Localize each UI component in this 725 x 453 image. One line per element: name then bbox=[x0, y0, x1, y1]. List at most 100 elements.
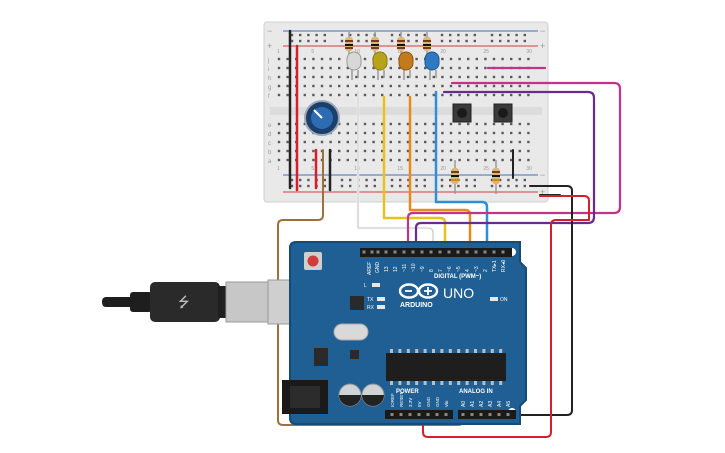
breadboard-hole[interactable] bbox=[518, 57, 521, 61]
breadboard-hole[interactable] bbox=[277, 75, 281, 79]
breadboard-hole[interactable] bbox=[312, 75, 315, 79]
breadboard-hole[interactable] bbox=[518, 93, 521, 97]
rail-hole[interactable] bbox=[515, 184, 518, 188]
wire-blue-led-to-pin[interactable] bbox=[434, 90, 489, 256]
breadboard-hole[interactable] bbox=[501, 57, 504, 61]
power-pin-socket[interactable] bbox=[408, 413, 412, 416]
breadboard-hole[interactable] bbox=[406, 149, 410, 153]
breadboard-hole[interactable] bbox=[363, 93, 367, 97]
breadboard-hole[interactable] bbox=[527, 84, 530, 88]
breadboard-hole[interactable] bbox=[510, 75, 513, 79]
rail-hole[interactable] bbox=[515, 178, 518, 182]
breadboard-hole[interactable] bbox=[312, 158, 315, 162]
breadboard-hole[interactable] bbox=[484, 158, 487, 162]
breadboard-hole[interactable] bbox=[492, 149, 496, 153]
breadboard-hole[interactable] bbox=[432, 149, 435, 153]
breadboard-hole[interactable] bbox=[449, 149, 453, 153]
breadboard-hole[interactable] bbox=[389, 122, 392, 126]
breadboard-hole[interactable] bbox=[329, 84, 332, 88]
rail-hole[interactable] bbox=[290, 184, 294, 188]
breadboard-hole[interactable] bbox=[475, 57, 478, 61]
rail-hole[interactable] bbox=[323, 39, 326, 43]
breadboard-hole[interactable] bbox=[415, 57, 418, 61]
breadboard-hole[interactable] bbox=[501, 149, 504, 153]
breadboard-hole[interactable] bbox=[312, 57, 315, 61]
breadboard-hole[interactable] bbox=[338, 57, 341, 61]
breadboard-hole[interactable] bbox=[424, 149, 427, 153]
rail-hole[interactable] bbox=[449, 184, 452, 188]
breadboard-hole[interactable] bbox=[277, 66, 281, 70]
breadboard-hole[interactable] bbox=[527, 149, 530, 153]
breadboard-hole[interactable] bbox=[441, 57, 444, 61]
breadboard-hole[interactable] bbox=[467, 158, 470, 162]
breadboard-hole[interactable] bbox=[346, 149, 349, 153]
breadboard-hole[interactable] bbox=[406, 84, 410, 88]
breadboard-hole[interactable] bbox=[467, 149, 470, 153]
breadboard-hole[interactable] bbox=[484, 66, 487, 70]
potentiometer[interactable] bbox=[304, 100, 340, 136]
breadboard-hole[interactable] bbox=[312, 140, 315, 144]
blue-led[interactable] bbox=[424, 51, 440, 80]
rail-hole[interactable] bbox=[357, 33, 360, 37]
rail-hole[interactable] bbox=[365, 33, 368, 37]
rail-hole[interactable] bbox=[423, 178, 426, 182]
rail-hole[interactable] bbox=[323, 178, 326, 182]
breadboard-hole[interactable] bbox=[398, 93, 401, 97]
header-pin-socket[interactable] bbox=[362, 250, 366, 254]
rail-hole[interactable] bbox=[373, 178, 376, 182]
rail-hole[interactable] bbox=[465, 184, 468, 188]
breadboard-hole[interactable] bbox=[424, 158, 427, 162]
breadboard-hole[interactable] bbox=[415, 75, 418, 79]
breadboard-hole[interactable] bbox=[355, 149, 358, 153]
rail-hole[interactable] bbox=[349, 178, 352, 182]
rail-hole[interactable] bbox=[457, 39, 460, 43]
breadboard-hole[interactable] bbox=[277, 84, 281, 88]
rail-hole[interactable] bbox=[499, 178, 502, 182]
rail-hole[interactable] bbox=[490, 39, 494, 43]
breadboard-hole[interactable] bbox=[346, 158, 349, 162]
breadboard-hole[interactable] bbox=[458, 140, 461, 144]
breadboard-hole[interactable] bbox=[458, 158, 461, 162]
breadboard-hole[interactable] bbox=[303, 122, 306, 126]
breadboard-hole[interactable] bbox=[303, 149, 306, 153]
breadboard-hole[interactable] bbox=[398, 158, 401, 162]
breadboard-hole[interactable] bbox=[527, 93, 530, 97]
rail-hole[interactable] bbox=[499, 184, 502, 188]
breadboard-hole[interactable] bbox=[363, 122, 367, 126]
digital-pin-socket[interactable] bbox=[429, 250, 433, 254]
breadboard-hole[interactable] bbox=[510, 131, 513, 135]
breadboard-hole[interactable] bbox=[277, 158, 281, 162]
digital-pin-socket[interactable] bbox=[420, 250, 424, 254]
breadboard-hole[interactable] bbox=[312, 84, 315, 88]
breadboard-hole[interactable] bbox=[475, 131, 478, 135]
breadboard-hole[interactable] bbox=[458, 122, 461, 126]
rail-hole[interactable] bbox=[390, 39, 394, 43]
breadboard-hole[interactable] bbox=[415, 93, 418, 97]
breadboard-hole[interactable] bbox=[510, 149, 513, 153]
breadboard-hole[interactable] bbox=[286, 57, 289, 61]
breadboard-hole[interactable] bbox=[441, 140, 444, 144]
rail-hole[interactable] bbox=[465, 39, 468, 43]
breadboard-hole[interactable] bbox=[406, 140, 410, 144]
rail-hole[interactable] bbox=[440, 39, 444, 43]
rail-hole[interactable] bbox=[307, 184, 310, 188]
rail-hole[interactable] bbox=[340, 178, 344, 182]
breadboard-hole[interactable] bbox=[415, 158, 418, 162]
rail-hole[interactable] bbox=[349, 184, 352, 188]
breadboard-hole[interactable] bbox=[363, 66, 367, 70]
breadboard-hole[interactable] bbox=[501, 75, 504, 79]
breadboard-hole[interactable] bbox=[320, 140, 324, 144]
breadboard-hole[interactable] bbox=[415, 140, 418, 144]
rail-hole[interactable] bbox=[307, 178, 310, 182]
breadboard-hole[interactable] bbox=[475, 149, 478, 153]
breadboard-hole[interactable] bbox=[492, 84, 496, 88]
breadboard-hole[interactable] bbox=[372, 84, 375, 88]
reset-button[interactable] bbox=[307, 255, 319, 267]
rail-hole[interactable] bbox=[315, 39, 318, 43]
rail-hole[interactable] bbox=[399, 33, 402, 37]
breadboard-hole[interactable] bbox=[467, 75, 470, 79]
rail-hole[interactable] bbox=[423, 33, 426, 37]
breadboard-hole[interactable] bbox=[303, 140, 306, 144]
rail-hole[interactable] bbox=[415, 39, 418, 43]
rail-hole[interactable] bbox=[365, 39, 368, 43]
